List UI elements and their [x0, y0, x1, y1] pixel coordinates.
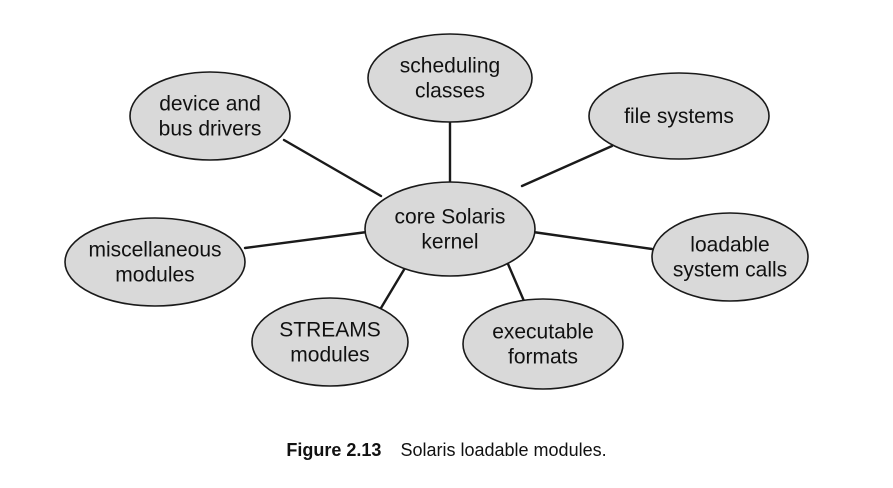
- module-node-executable-formats-label-line-2: formats: [508, 346, 578, 369]
- module-node-device-and-bus-drivers-label-line-1: device and: [159, 93, 261, 116]
- edge-miscellaneous-modules: [243, 230, 369, 250]
- module-node-file-systems-ellipse: [588, 72, 770, 160]
- module-node-miscellaneous-modules-label-line-1: miscellaneous: [88, 239, 221, 262]
- module-node-scheduling-classes-label-line-1: scheduling: [400, 55, 500, 78]
- module-node-loadable-system-calls-label-line-2: system calls: [673, 259, 787, 282]
- module-node-streams-modules-label-line-2: modules: [290, 344, 369, 367]
- kernel-core-node-label-line-2: kernel: [421, 231, 478, 254]
- module-node-loadable-system-calls-ellipse: [651, 212, 809, 302]
- module-node-loadable-system-calls-label-line-1: loadable: [690, 234, 769, 257]
- edge-executable-formats: [506, 262, 526, 303]
- module-node-scheduling-classes-ellipse: [367, 33, 533, 123]
- module-node-executable-formats-ellipse: [462, 298, 624, 390]
- edges: [243, 120, 654, 310]
- module-node-executable-formats-label-line-1: executable: [492, 321, 594, 344]
- module-node-scheduling-classes-label-line-2: classes: [415, 80, 485, 103]
- kernel-core-node-label-line-1: core Solaris: [395, 206, 506, 229]
- edge-file-systems: [520, 144, 614, 188]
- module-node-device-and-bus-drivers-label-line-2: bus drivers: [159, 118, 262, 141]
- edge-streams-modules: [379, 266, 407, 310]
- edge-loadable-system-calls: [531, 230, 654, 251]
- module-node-file-systems: file systems: [588, 72, 770, 160]
- module-node-streams-modules-label-line-1: STREAMS: [279, 319, 381, 342]
- module-node-streams-modules-ellipse: [251, 297, 409, 387]
- module-node-file-systems-label-line-1: file systems: [624, 105, 734, 128]
- figure-caption-text: Solaris loadable modules.: [400, 440, 607, 460]
- edge-device-and-bus-drivers: [282, 138, 383, 198]
- kernel-core-node-ellipse: [364, 181, 536, 277]
- module-node-device-and-bus-drivers-ellipse: [129, 71, 291, 161]
- module-node-miscellaneous-modules-label-line-2: modules: [115, 264, 194, 287]
- figure-number: Figure 2.13: [286, 440, 382, 460]
- figure-caption: Figure 2.13 Solaris loadable modules.: [0, 440, 893, 461]
- module-node-miscellaneous-modules-ellipse: [64, 217, 246, 307]
